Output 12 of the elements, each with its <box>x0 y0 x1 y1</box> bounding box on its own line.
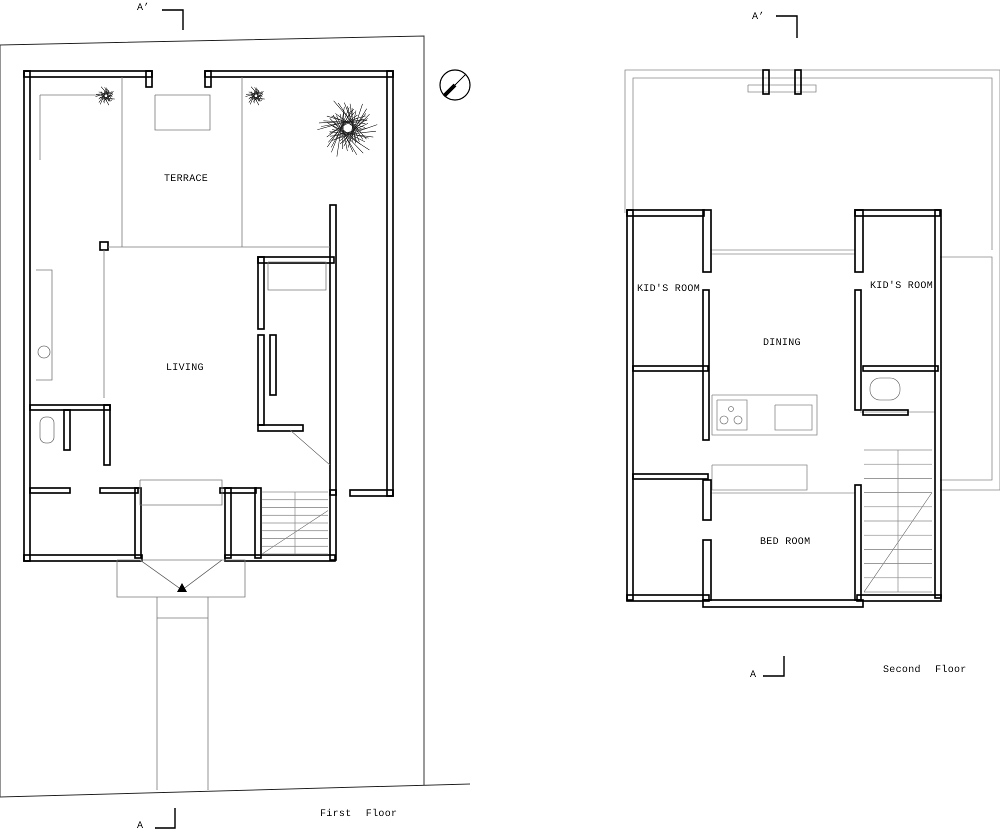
section-label: A’ <box>752 12 765 24</box>
room-label: BED ROOM <box>760 537 810 549</box>
room-label: TERRACE <box>164 174 208 186</box>
room-label: LIVING <box>166 363 204 375</box>
floor-title: Second Floor <box>883 665 967 677</box>
floor-title: First Floor <box>320 809 398 821</box>
room-label: KID'S ROOM <box>870 281 934 293</box>
section-label: A <box>750 670 756 682</box>
section-label: A’ <box>137 3 150 15</box>
room-label: KID'S ROOM <box>637 284 700 296</box>
section-label: A <box>137 821 144 833</box>
room-label: DINING <box>763 338 801 350</box>
